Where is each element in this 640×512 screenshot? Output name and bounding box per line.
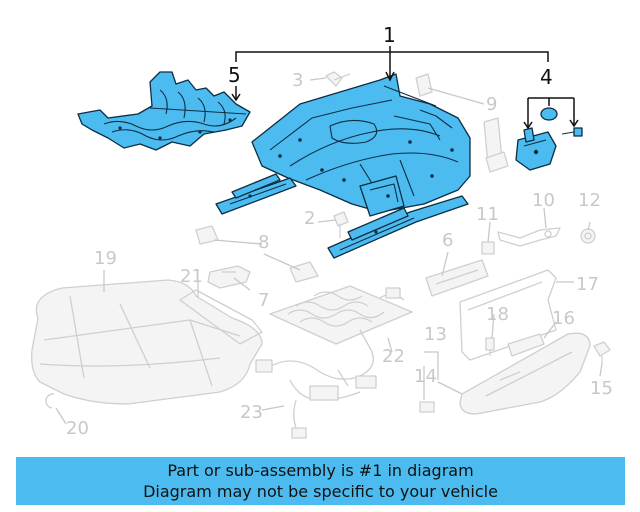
seat-cushion-part bbox=[31, 279, 263, 405]
callout-7: 7 bbox=[258, 290, 269, 311]
callout-2: 2 bbox=[304, 208, 315, 229]
banner-line-2: Diagram may not be specific to your vehi… bbox=[143, 482, 498, 501]
banner-line-1: Part or sub-assembly is #1 in diagram bbox=[167, 461, 474, 480]
ring-clip-part bbox=[45, 393, 55, 409]
callout-10: 10 bbox=[532, 190, 555, 211]
parts-diagram: 1 2 3 4 5 6 7 8 9 10 11 12 13 14 15 16 1… bbox=[31, 23, 613, 439]
seat-pad-part bbox=[179, 289, 263, 345]
callout-5: 5 bbox=[228, 63, 241, 87]
callout-1: 1 bbox=[383, 23, 396, 47]
callout-12: 12 bbox=[578, 190, 601, 211]
callout-21: 21 bbox=[180, 266, 203, 287]
ghost-leaders bbox=[55, 77, 603, 425]
push-fastener-part bbox=[593, 341, 611, 364]
seat-frame-part bbox=[215, 73, 471, 259]
mount-bracket-part bbox=[195, 225, 319, 283]
callout-13: 13 bbox=[424, 324, 447, 345]
bolt-part bbox=[325, 71, 351, 87]
callout-8: 8 bbox=[258, 232, 269, 253]
grommet-part bbox=[580, 228, 596, 244]
bracket-part bbox=[415, 73, 509, 173]
callout-22: 22 bbox=[382, 346, 405, 367]
info-banner: Part or sub-assembly is #1 in diagram Di… bbox=[16, 457, 625, 505]
callout-16: 16 bbox=[552, 308, 575, 329]
wiring-harness-part bbox=[255, 287, 401, 439]
motor-part bbox=[515, 127, 557, 171]
callout-leaders bbox=[231, 46, 579, 130]
side-trim-part bbox=[425, 259, 489, 297]
callout-19: 19 bbox=[94, 248, 117, 269]
callout-17: 17 bbox=[576, 274, 599, 295]
motor-cap-part bbox=[540, 107, 558, 121]
seat-pan-part bbox=[77, 71, 251, 151]
side-shield-part bbox=[459, 269, 557, 361]
motor-screw-part bbox=[561, 127, 583, 137]
callout-23: 23 bbox=[240, 402, 263, 423]
callout-9: 9 bbox=[486, 94, 497, 115]
callout-14: 14 bbox=[414, 366, 437, 387]
callout-20: 20 bbox=[66, 418, 89, 439]
screw-part bbox=[485, 337, 495, 356]
callout-18: 18 bbox=[486, 304, 509, 325]
small-clip-part bbox=[481, 241, 495, 255]
callout-4: 4 bbox=[540, 65, 553, 89]
cable-bracket-part bbox=[497, 227, 561, 247]
callout-3: 3 bbox=[292, 70, 303, 91]
callout-11: 11 bbox=[476, 204, 499, 225]
callout-6: 6 bbox=[442, 230, 453, 251]
callout-15: 15 bbox=[590, 378, 613, 399]
outer-shield-part bbox=[459, 332, 591, 415]
side-clip-part bbox=[419, 401, 435, 413]
bolt-lower-part bbox=[333, 211, 349, 238]
knob-part bbox=[507, 333, 545, 357]
